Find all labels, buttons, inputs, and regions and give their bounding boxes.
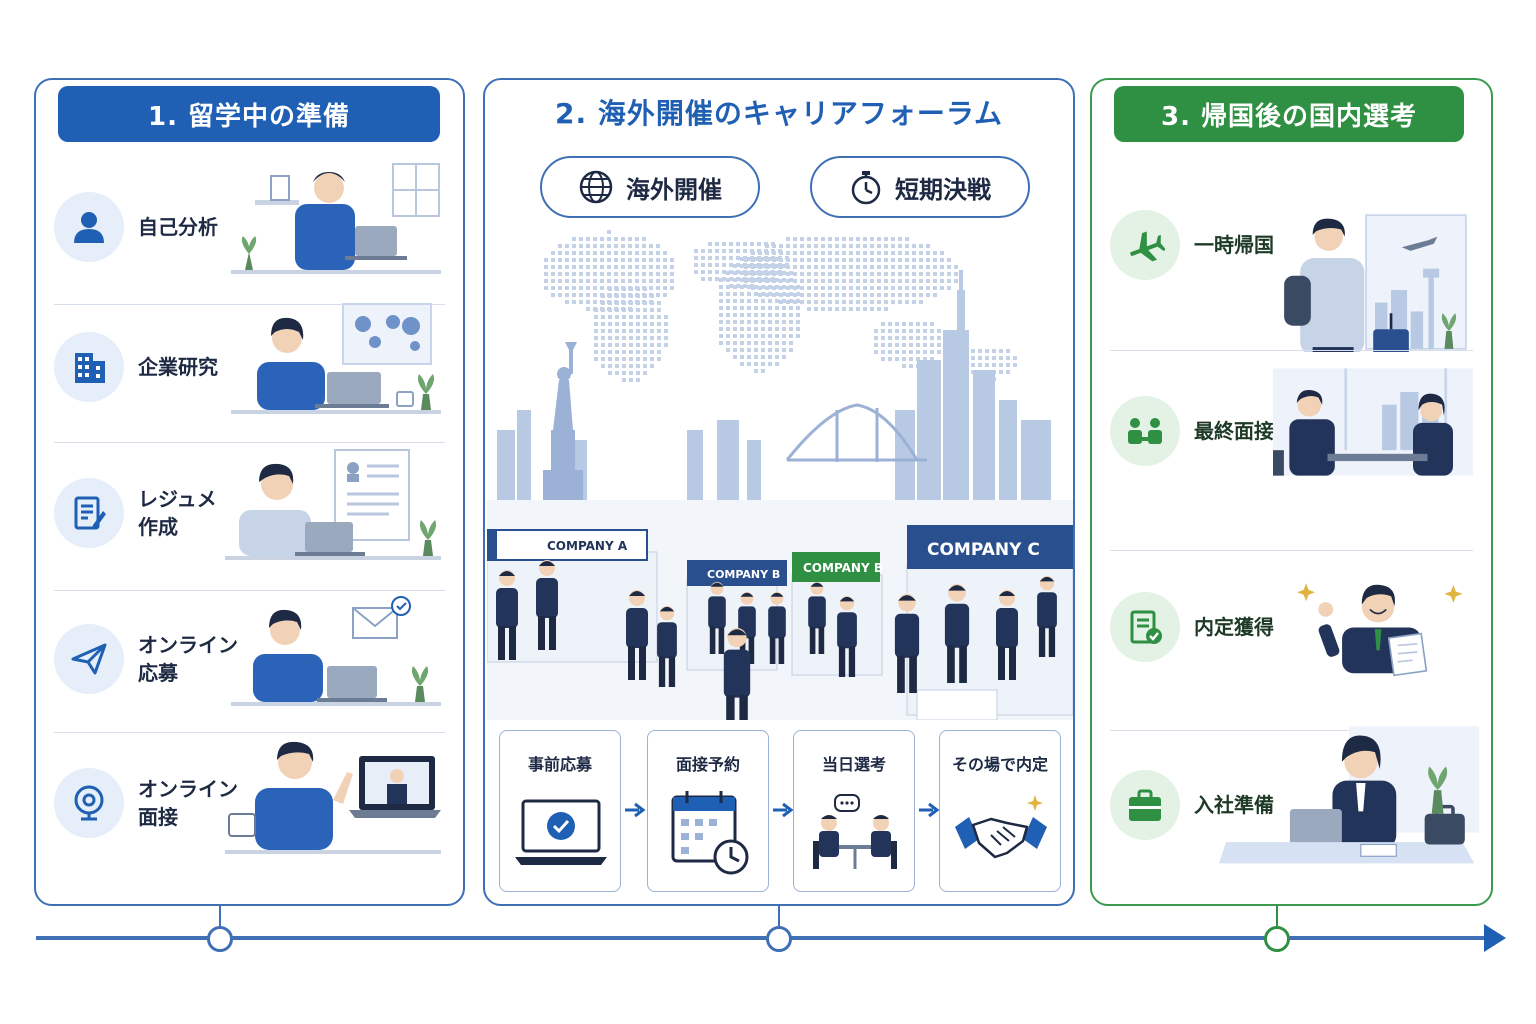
timeline-stem [1276, 906, 1278, 930]
tag-overseas: 海外開催 [540, 156, 760, 218]
offer-document-icon [1110, 592, 1180, 662]
phase1-item-label: レジュメ 作成 [138, 487, 217, 539]
attendee-figure [996, 590, 1018, 680]
phase3-item-final-interview: 最終面接 [1110, 368, 1473, 476]
airplane-icon [1110, 210, 1180, 280]
attendee-figure [837, 596, 857, 677]
step-label: その場で内定 [951, 755, 1048, 774]
arrow-right-icon [919, 802, 940, 818]
attendee-figure [723, 628, 751, 720]
phase3-item-onboarding: 入社準備 [1110, 726, 1479, 864]
return-home-illustration [1284, 214, 1467, 352]
phase3-item-return-home: 一時帰国 [1110, 210, 1473, 352]
interview-icon [1110, 396, 1180, 466]
timeline-arrowhead [1484, 924, 1506, 952]
laptop-check-icon [515, 799, 607, 865]
stopwatch-icon [851, 171, 881, 205]
arrow-right-icon [625, 802, 646, 818]
step-label: 事前応募 [527, 755, 592, 774]
attendee-figure [1037, 576, 1057, 657]
globe-icon [579, 170, 613, 204]
online-interview-illustration [225, 741, 441, 854]
attendee-figure [768, 592, 786, 664]
phase1-item-label: オンライン 応募 [138, 633, 238, 685]
person-icon [54, 192, 124, 262]
timeline-node-phase3 [1264, 926, 1290, 952]
phase3-item-label: 内定獲得 [1194, 615, 1274, 639]
resume-illustration [225, 449, 441, 560]
phase1-item-company-research: 企業研究 [54, 303, 445, 414]
timeline-stem [219, 906, 221, 930]
phase1-item-online-apply: オンライン 応募 [54, 596, 445, 706]
timeline-node-phase2 [766, 926, 792, 952]
attendee-figure [657, 606, 677, 687]
paper-plane-icon [54, 624, 124, 694]
booth-sign-b-blue: COMPANY B [707, 568, 780, 581]
phase3-panel: 3. 帰国後の国内選考 一時帰国 最終面接 [1090, 78, 1493, 906]
attendee-figure [708, 582, 726, 654]
booth-sign-b-green: COMPANY B [803, 561, 883, 575]
attendee-figure [894, 594, 920, 693]
phase1-item-label: 自己分析 [138, 215, 218, 239]
webcam-icon [54, 768, 124, 838]
phase2-panel: 2. 海外開催のキャリアフォーラム 海外開催 短期決戦 [483, 78, 1075, 906]
attendee-figure [536, 560, 558, 650]
phase1-title: 1. 留学中の準備 [58, 86, 440, 142]
step-label: 面接予約 [675, 755, 740, 774]
timeline-stem [778, 906, 780, 930]
step-interview-booking: 面接予約 [647, 730, 769, 892]
online-apply-illustration [231, 596, 441, 706]
briefcase-icon [1110, 770, 1180, 840]
document-edit-icon [54, 478, 124, 548]
career-forum-illustration: COMPANY A COMPANY B COMPANY B COMPANY C [487, 230, 1073, 720]
step-same-day-selection: 当日選考 [793, 730, 915, 892]
tag-label: 短期決戦 [895, 175, 991, 204]
phase1-item-resume: レジュメ 作成 [54, 449, 445, 560]
self-analysis-illustration [231, 163, 441, 274]
attendee-figure [496, 570, 518, 660]
world-map-dots [544, 230, 1017, 382]
booth-sign-a: COMPANY A [547, 539, 628, 553]
arrow-right-icon [773, 802, 794, 818]
tag-label: 海外開催 [626, 175, 722, 204]
tag-short-term: 短期決戦 [810, 156, 1030, 218]
offer-illustration [1297, 583, 1463, 677]
onboarding-illustration [1219, 726, 1479, 864]
phase1-item-self-analysis: 自己分析 [54, 163, 445, 274]
attendee-figure [626, 590, 648, 680]
step-on-site-offer: その場で内定 [939, 730, 1061, 892]
phase1-item-online-interview: オンライン 面接 [54, 741, 445, 854]
forum-steps: 事前応募 面接予約 当日選考 [499, 730, 1061, 892]
phase3-item-label: 一時帰国 [1194, 233, 1274, 257]
timeline-node-phase1 [207, 926, 233, 952]
step-label: 当日選考 [821, 755, 886, 774]
handshake-icon [955, 795, 1047, 859]
phase3-item-offer: 内定獲得 [1110, 583, 1473, 677]
phase3-title: 3. 帰国後の国内選考 [1114, 86, 1464, 142]
phase3-item-label: 最終面接 [1194, 419, 1274, 443]
final-interview-illustration [1273, 368, 1473, 476]
phase3-item-label: 入社準備 [1194, 793, 1274, 817]
booth-sign-c: COMPANY C [927, 540, 1040, 560]
calendar-clock-icon [671, 791, 749, 875]
building-icon [54, 332, 124, 402]
interview-meeting-icon [813, 794, 897, 869]
phase1-item-label: オンライン 面接 [138, 777, 238, 829]
attendee-figure [944, 584, 970, 683]
phase2-title: 2. 海外開催のキャリアフォーラム [554, 97, 1004, 130]
attendee-figure [808, 582, 826, 654]
phase1-panel: 1. 留学中の準備 自己分析 企業研究 [34, 78, 465, 906]
phase1-item-label: 企業研究 [138, 355, 218, 379]
step-pre-apply: 事前応募 [499, 730, 621, 892]
company-research-illustration [231, 303, 441, 414]
